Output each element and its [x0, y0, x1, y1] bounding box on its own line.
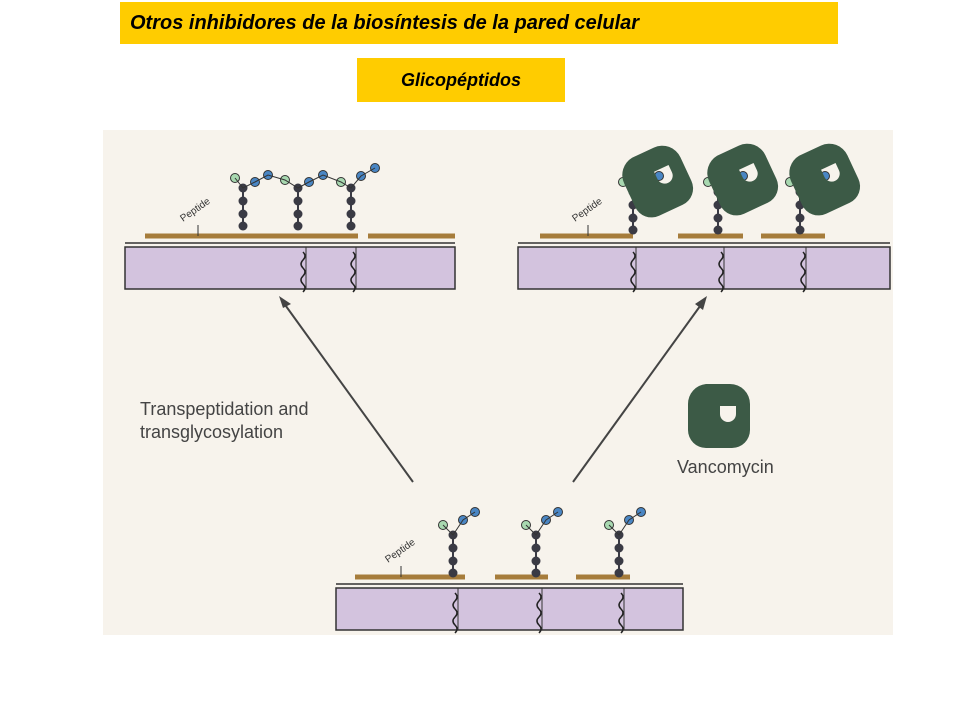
title-banner: Otros inhibidores de la biosíntesis de l…: [120, 2, 838, 44]
subtitle-banner: Glicopéptidos: [357, 58, 565, 102]
process-label-line2: transglycosylation: [140, 422, 283, 442]
process-label-line1: Transpeptidation and: [140, 399, 308, 419]
slide-title: Otros inhibidores de la biosíntesis de l…: [130, 11, 640, 34]
vancomycin-label: Vancomycin: [677, 457, 774, 477]
panel-precursors: Peptide: [335, 507, 684, 634]
peptide-label-2: Peptide: [570, 196, 604, 225]
arrows: [279, 296, 707, 483]
cell-wall-figure: Peptide Peptide: [103, 130, 893, 635]
membrane-3: [335, 587, 684, 631]
peptide-label-1: Peptide: [178, 196, 212, 225]
vancomycin-bound-3: [782, 137, 866, 222]
membrane-2: [517, 246, 891, 290]
vancomycin-legend-icon: [687, 384, 750, 448]
panel-crosslinked: Peptide: [124, 163, 456, 293]
panel-vancomycin-bound: Peptide: [517, 137, 891, 293]
peptide-label-3: Peptide: [383, 537, 417, 566]
vancomycin-bound-1: [615, 139, 699, 224]
membrane-1: [124, 246, 456, 290]
vancomycin-bound-2: [700, 137, 784, 222]
figure-canvas: Peptide Peptide: [124, 137, 891, 634]
slide-subtitle: Glicopéptidos: [400, 69, 521, 90]
